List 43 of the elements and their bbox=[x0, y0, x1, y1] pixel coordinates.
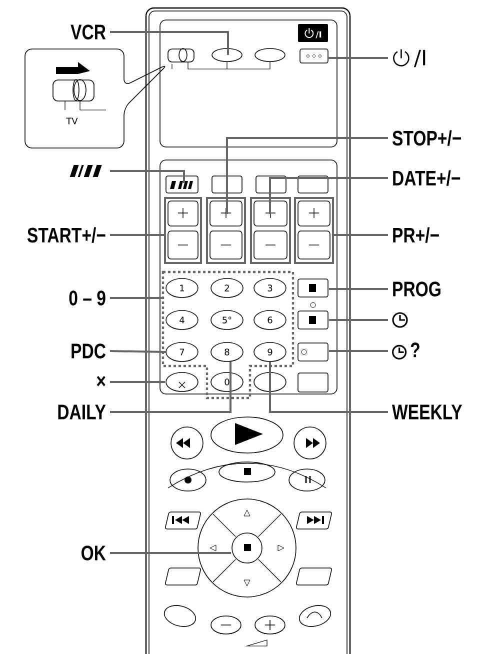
leader-line bbox=[269, 177, 388, 214]
button-label: 3 bbox=[268, 284, 272, 292]
button-label: 4 bbox=[180, 316, 184, 324]
leader-line bbox=[110, 31, 229, 55]
leader-line bbox=[110, 234, 166, 236]
callout-label: OK bbox=[82, 546, 106, 560]
callout-label: DAILY bbox=[58, 404, 106, 420]
number-button: 9 bbox=[254, 342, 286, 362]
callout-label: ? bbox=[392, 342, 420, 360]
leader-line bbox=[110, 552, 231, 554]
button-label: 6 bbox=[268, 316, 272, 324]
callout-label: PDC bbox=[72, 344, 106, 358]
leader-line bbox=[329, 350, 388, 352]
dotted-outline bbox=[162, 270, 294, 400]
leader-line bbox=[329, 319, 388, 321]
callout-label: START+/− bbox=[27, 227, 106, 243]
callout-label: VCR bbox=[70, 24, 106, 40]
callout-label: WEEKLY bbox=[392, 404, 462, 420]
callout-label: STOP+/− bbox=[392, 130, 462, 146]
leader-line bbox=[226, 137, 388, 214]
number-button: 7 bbox=[166, 342, 198, 362]
leader-line bbox=[110, 170, 185, 183]
callout-label: 0 – 9 bbox=[69, 290, 106, 306]
button-label: 0 bbox=[224, 378, 230, 386]
leader-line bbox=[329, 288, 388, 290]
number-button: 8 bbox=[210, 342, 244, 362]
leader-line bbox=[333, 234, 388, 236]
leader-line bbox=[110, 350, 166, 353]
callout-label: DATE+/− bbox=[393, 170, 460, 186]
clock-icon bbox=[392, 312, 408, 328]
callout-label: PR+/− bbox=[393, 227, 439, 243]
leader-line bbox=[110, 381, 165, 383]
callout-label: × bbox=[96, 376, 106, 386]
button-label: 5° bbox=[222, 316, 232, 324]
callout-label: /I bbox=[393, 48, 426, 68]
button-label: /I bbox=[304, 27, 322, 38]
leader-line bbox=[328, 57, 388, 59]
callout-label: PROG bbox=[393, 282, 440, 296]
leader-line bbox=[110, 297, 163, 299]
button-label: 1 bbox=[180, 284, 184, 292]
button-label: 2 bbox=[224, 284, 229, 292]
button-label: TV bbox=[66, 118, 78, 124]
speed-icon bbox=[70, 165, 102, 177]
